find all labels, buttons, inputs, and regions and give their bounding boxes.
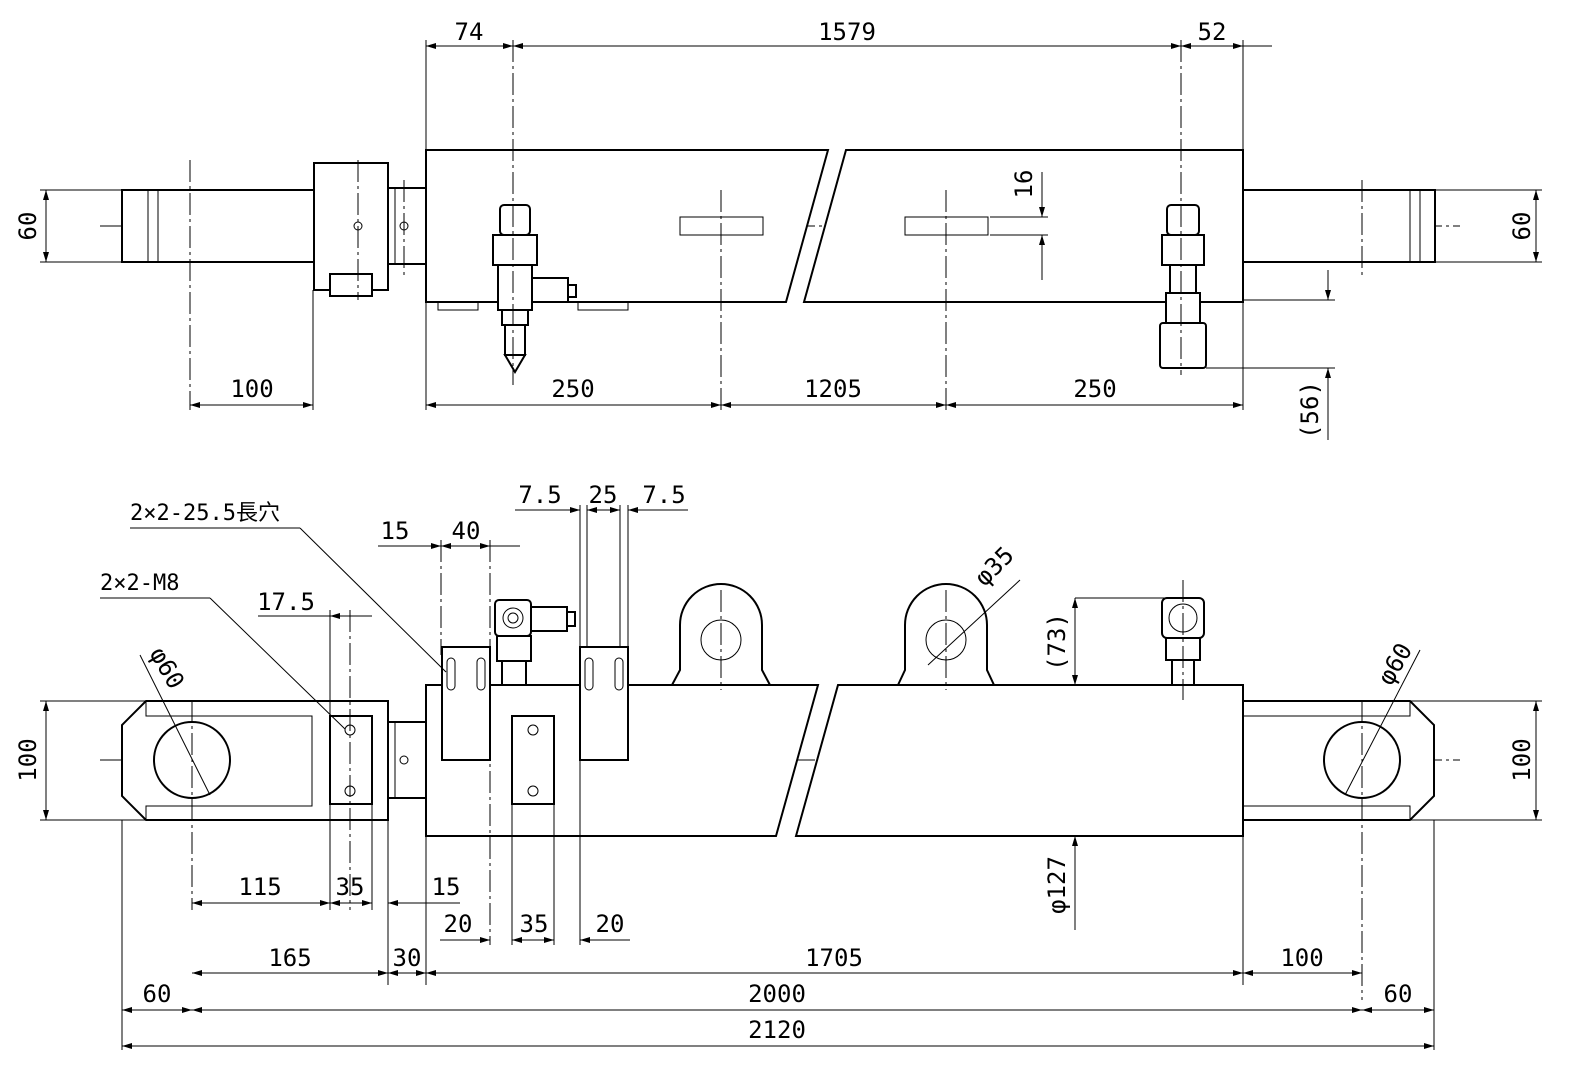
- dim-1705: 1705: [805, 944, 863, 972]
- dim-60-left: 60: [14, 212, 42, 241]
- left-rod-end: [121, 160, 427, 410]
- dim-250-right: 250: [1073, 375, 1116, 403]
- dim-60-right: 60: [1508, 212, 1536, 241]
- center-tap-block: [511, 715, 555, 945]
- right-slot-block: [579, 505, 629, 945]
- dim-100-right: 100: [1508, 738, 1536, 781]
- dim-25: 25: [589, 481, 618, 509]
- dim-165: 165: [268, 944, 311, 972]
- right-port-fitting-front: [1161, 580, 1205, 700]
- left-port-fitting: [492, 40, 577, 385]
- dim-100-top: 100: [230, 375, 273, 403]
- dim-2000: 2000: [748, 980, 806, 1008]
- dim-phi127: φ127: [1043, 856, 1071, 914]
- left-clevis: [121, 610, 427, 910]
- dim-52: 52: [1198, 18, 1227, 46]
- dim-20-a: 20: [444, 910, 473, 938]
- right-rod-end: [1242, 180, 1436, 275]
- dim-40: 40: [452, 517, 481, 545]
- right-port-fitting: [1159, 40, 1207, 375]
- trunnion-left: [670, 583, 772, 690]
- left-slot-block: [440, 540, 491, 945]
- dim-7-5-left: 7.5: [518, 481, 561, 509]
- dim-15-top: 15: [381, 517, 410, 545]
- trunnion-right: [896, 583, 996, 690]
- dim-1205: 1205: [804, 375, 862, 403]
- dim-1579: 1579: [818, 18, 876, 46]
- tap-note: 2×2-M8: [100, 571, 179, 596]
- dim-2120: 2120: [748, 1016, 806, 1044]
- dim-250-left: 250: [551, 375, 594, 403]
- dim-100-b: 100: [1280, 944, 1323, 972]
- dim-17-5: 17.5: [257, 588, 315, 616]
- dim-phi35: φ35: [969, 541, 1019, 591]
- dim-73: (73): [1043, 613, 1071, 671]
- dim-115: 115: [238, 873, 281, 901]
- right-clevis: [1242, 700, 1435, 1000]
- dim-phi60-right: φ60: [1372, 638, 1418, 690]
- dim-100-left: 100: [14, 738, 42, 781]
- front-view: 2×2-25.5長穴 2×2-M8 7.5 25 7.5 15 40 17.5 …: [14, 481, 1542, 1050]
- dim-7-5-right: 7.5: [642, 481, 685, 509]
- dim-16: 16: [1010, 170, 1038, 199]
- dim-74: 74: [455, 18, 484, 46]
- dim-35-a: 35: [336, 873, 365, 901]
- dim-20-b: 20: [596, 910, 625, 938]
- left-port-fitting-front: [494, 599, 576, 686]
- top-view: 74 1579 52 60 60 16 100 250 1205 250 (56…: [14, 18, 1542, 440]
- dim-30: 30: [393, 944, 422, 972]
- dim-60-b: 60: [1384, 980, 1413, 1008]
- slot-note: 2×2-25.5長穴: [130, 501, 280, 526]
- dim-60-a: 60: [143, 980, 172, 1008]
- cylinder-tube-top: [425, 149, 1244, 410]
- dim-15-b: 15: [432, 873, 461, 901]
- dim-phi60-left: φ60: [144, 642, 190, 694]
- dim-35-b: 35: [520, 910, 549, 938]
- dim-56: (56): [1296, 381, 1324, 439]
